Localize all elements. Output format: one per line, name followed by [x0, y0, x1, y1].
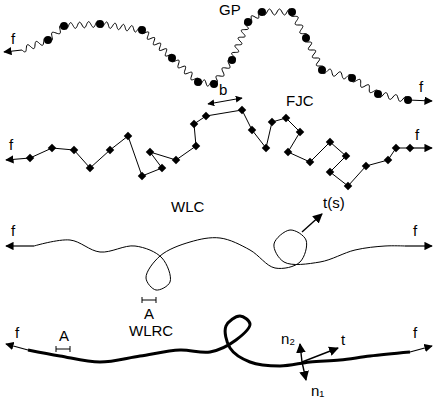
joint — [306, 158, 314, 166]
force-arrow — [405, 245, 432, 246]
joint — [342, 152, 350, 160]
spring-segment — [64, 21, 100, 29]
joint — [262, 144, 270, 152]
vector-label: n₂ — [280, 330, 296, 347]
ribbon-chain — [28, 316, 410, 366]
bead — [318, 66, 326, 74]
joint — [190, 120, 198, 128]
model-name: GP — [218, 1, 242, 18]
joint — [326, 138, 334, 146]
dimension-label: A — [143, 305, 155, 322]
joint — [86, 164, 94, 172]
tangent-vector — [302, 214, 322, 232]
force-label: f — [412, 222, 418, 239]
thickness-bar — [142, 297, 156, 303]
joint — [192, 142, 200, 150]
bead — [210, 80, 218, 88]
spring-segment — [232, 22, 249, 60]
joint — [172, 156, 180, 164]
joint — [158, 164, 166, 172]
joint — [296, 128, 304, 136]
force-arrow — [408, 100, 432, 101]
spring-segment — [171, 58, 198, 82]
joint — [392, 144, 400, 152]
force-arrow — [6, 158, 30, 160]
frame-vector — [302, 348, 338, 362]
spring-segment — [262, 9, 292, 15]
joint — [146, 148, 154, 156]
joint — [238, 106, 246, 114]
bead — [302, 34, 310, 42]
force-label: f — [418, 78, 424, 95]
spring-segment — [378, 93, 408, 102]
dimension-label: A — [58, 327, 70, 344]
joint — [70, 146, 78, 154]
joint — [344, 182, 352, 190]
bead — [168, 54, 176, 62]
force-label: f — [10, 222, 16, 239]
joint — [202, 112, 210, 120]
bead — [60, 22, 68, 30]
bond-length-bracket — [208, 98, 242, 104]
model-name: WLRC — [128, 322, 174, 339]
force-label: f — [414, 126, 420, 143]
worm-like-chain — [34, 230, 405, 290]
frame-vector — [300, 344, 302, 362]
force-arrow — [410, 147, 432, 148]
dimension-label: b — [218, 81, 228, 98]
frame-vector — [302, 362, 306, 380]
bead — [96, 20, 104, 28]
bead — [288, 8, 296, 16]
bead — [44, 36, 52, 44]
joint — [384, 156, 392, 164]
joint — [362, 162, 370, 170]
bead — [244, 18, 252, 26]
spring-segment — [304, 38, 323, 70]
vector-label: n₁ — [310, 382, 325, 399]
bead — [138, 26, 146, 34]
bead — [228, 56, 236, 64]
bead — [374, 90, 382, 98]
force-label: f — [10, 30, 16, 47]
spring-segment — [100, 22, 142, 32]
spring-segment — [322, 69, 352, 79]
spring-segment — [352, 78, 378, 94]
joint — [48, 144, 56, 152]
joint — [138, 172, 146, 180]
bead — [258, 8, 266, 16]
bead — [194, 78, 202, 86]
force-label: f — [412, 324, 418, 341]
model-name: WLC — [170, 198, 205, 215]
force-label: f — [8, 136, 14, 153]
force-arrow — [4, 50, 22, 52]
model-name: FJC — [285, 92, 315, 109]
joint — [124, 132, 132, 140]
spring-segment — [290, 12, 307, 38]
joint — [268, 118, 276, 126]
force-arrow — [6, 245, 34, 246]
joint — [326, 168, 334, 176]
vector-label: t(s) — [322, 194, 346, 211]
spring-segment — [141, 30, 172, 58]
joint — [106, 146, 114, 154]
vector-label: t — [340, 331, 346, 348]
joint — [248, 126, 256, 134]
force-arrow — [6, 344, 28, 350]
jointed-chain — [30, 110, 410, 186]
thickness-bar — [56, 346, 70, 352]
joint — [284, 148, 292, 156]
force-label: f — [14, 324, 20, 341]
joint — [282, 114, 290, 122]
bead — [348, 74, 356, 82]
force-arrow — [410, 346, 432, 352]
